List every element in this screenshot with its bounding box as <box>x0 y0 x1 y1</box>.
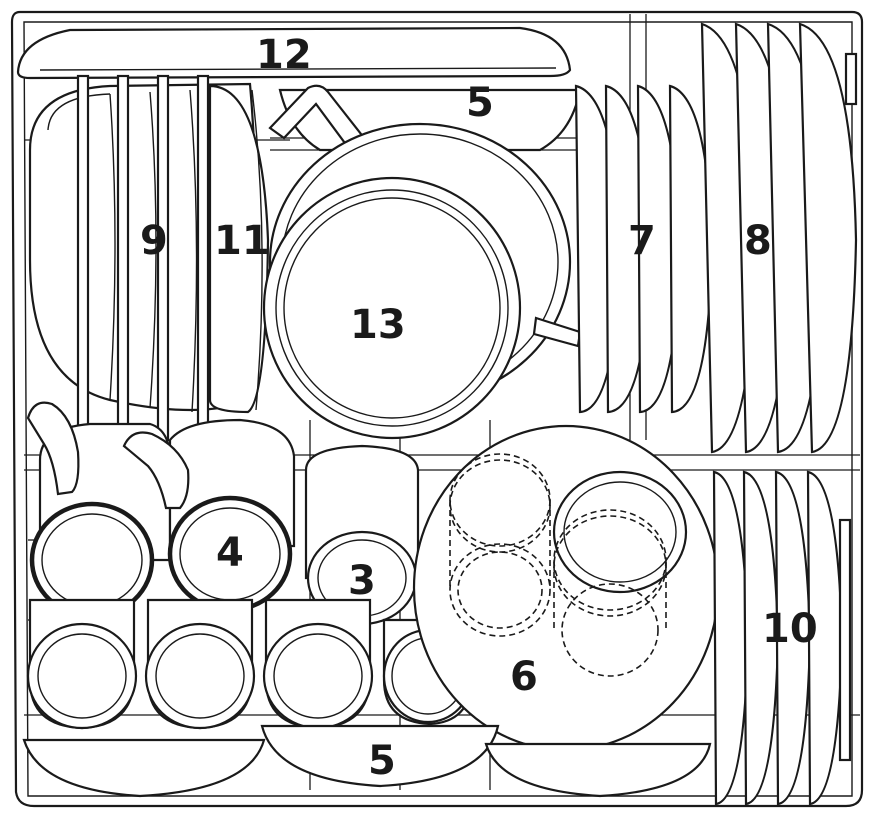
serving-tray <box>16 26 572 80</box>
label-tall-bowl: 11 <box>214 218 270 264</box>
label-large-plates: 8 <box>744 218 772 264</box>
label-side-plates: 10 <box>762 606 818 652</box>
large-plates <box>700 22 858 454</box>
large-pot <box>262 122 582 440</box>
flat-plate <box>412 424 720 752</box>
label-bowl-top: 5 <box>466 80 494 126</box>
mugs <box>26 401 296 619</box>
tall-bowl <box>208 84 270 414</box>
label-large-pot: 13 <box>350 302 406 348</box>
label-mugs: 4 <box>216 530 244 576</box>
label-glasses: 3 <box>348 558 376 604</box>
label-serving-tray: 12 <box>256 32 312 78</box>
number-labels: 12 5 9 11 13 7 8 4 3 10 6 5 <box>140 32 818 784</box>
side-plates <box>712 470 852 806</box>
bowls-bottom <box>22 724 712 798</box>
medium-plates <box>574 84 714 414</box>
bowl-tines <box>76 74 210 442</box>
label-flat-plate: 6 <box>510 654 538 700</box>
label-deep-bowls: 9 <box>140 218 168 264</box>
label-medium-plates: 7 <box>628 218 656 264</box>
label-bowls-bottom: 5 <box>368 738 396 784</box>
